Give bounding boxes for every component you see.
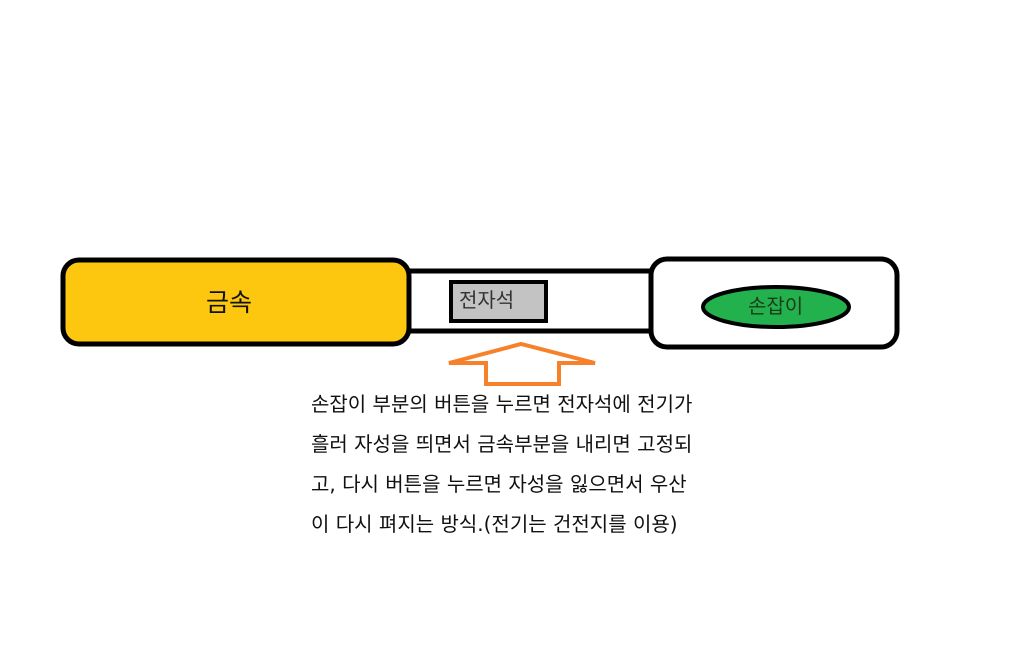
metal-label: 금속 [206, 288, 253, 317]
description-line: 고, 다시 버튼을 누르면 자성을 잃으면서 우산 [311, 472, 687, 496]
metal-part [60, 257, 412, 347]
up-arrow-icon [448, 341, 596, 386]
description-line: 손잡이 부분의 버튼을 누르면 전자석에 전기가 [311, 392, 693, 416]
handle-label: 손잡이 [748, 294, 804, 318]
description-line: 이 다시 펴지는 방식.(전기는 건전지를 이용) [311, 512, 678, 536]
electromagnet-label: 전자석 [459, 288, 515, 312]
description-text: 손잡이 부분의 버튼을 누르면 전자석에 전기가 흘러 자성을 띄면서 금속부분… [311, 384, 771, 544]
description-line: 흘러 자성을 띄면서 금속부분을 내리면 고정되 [311, 432, 693, 456]
electromagnet-box [449, 280, 548, 323]
handle-button [701, 285, 851, 329]
